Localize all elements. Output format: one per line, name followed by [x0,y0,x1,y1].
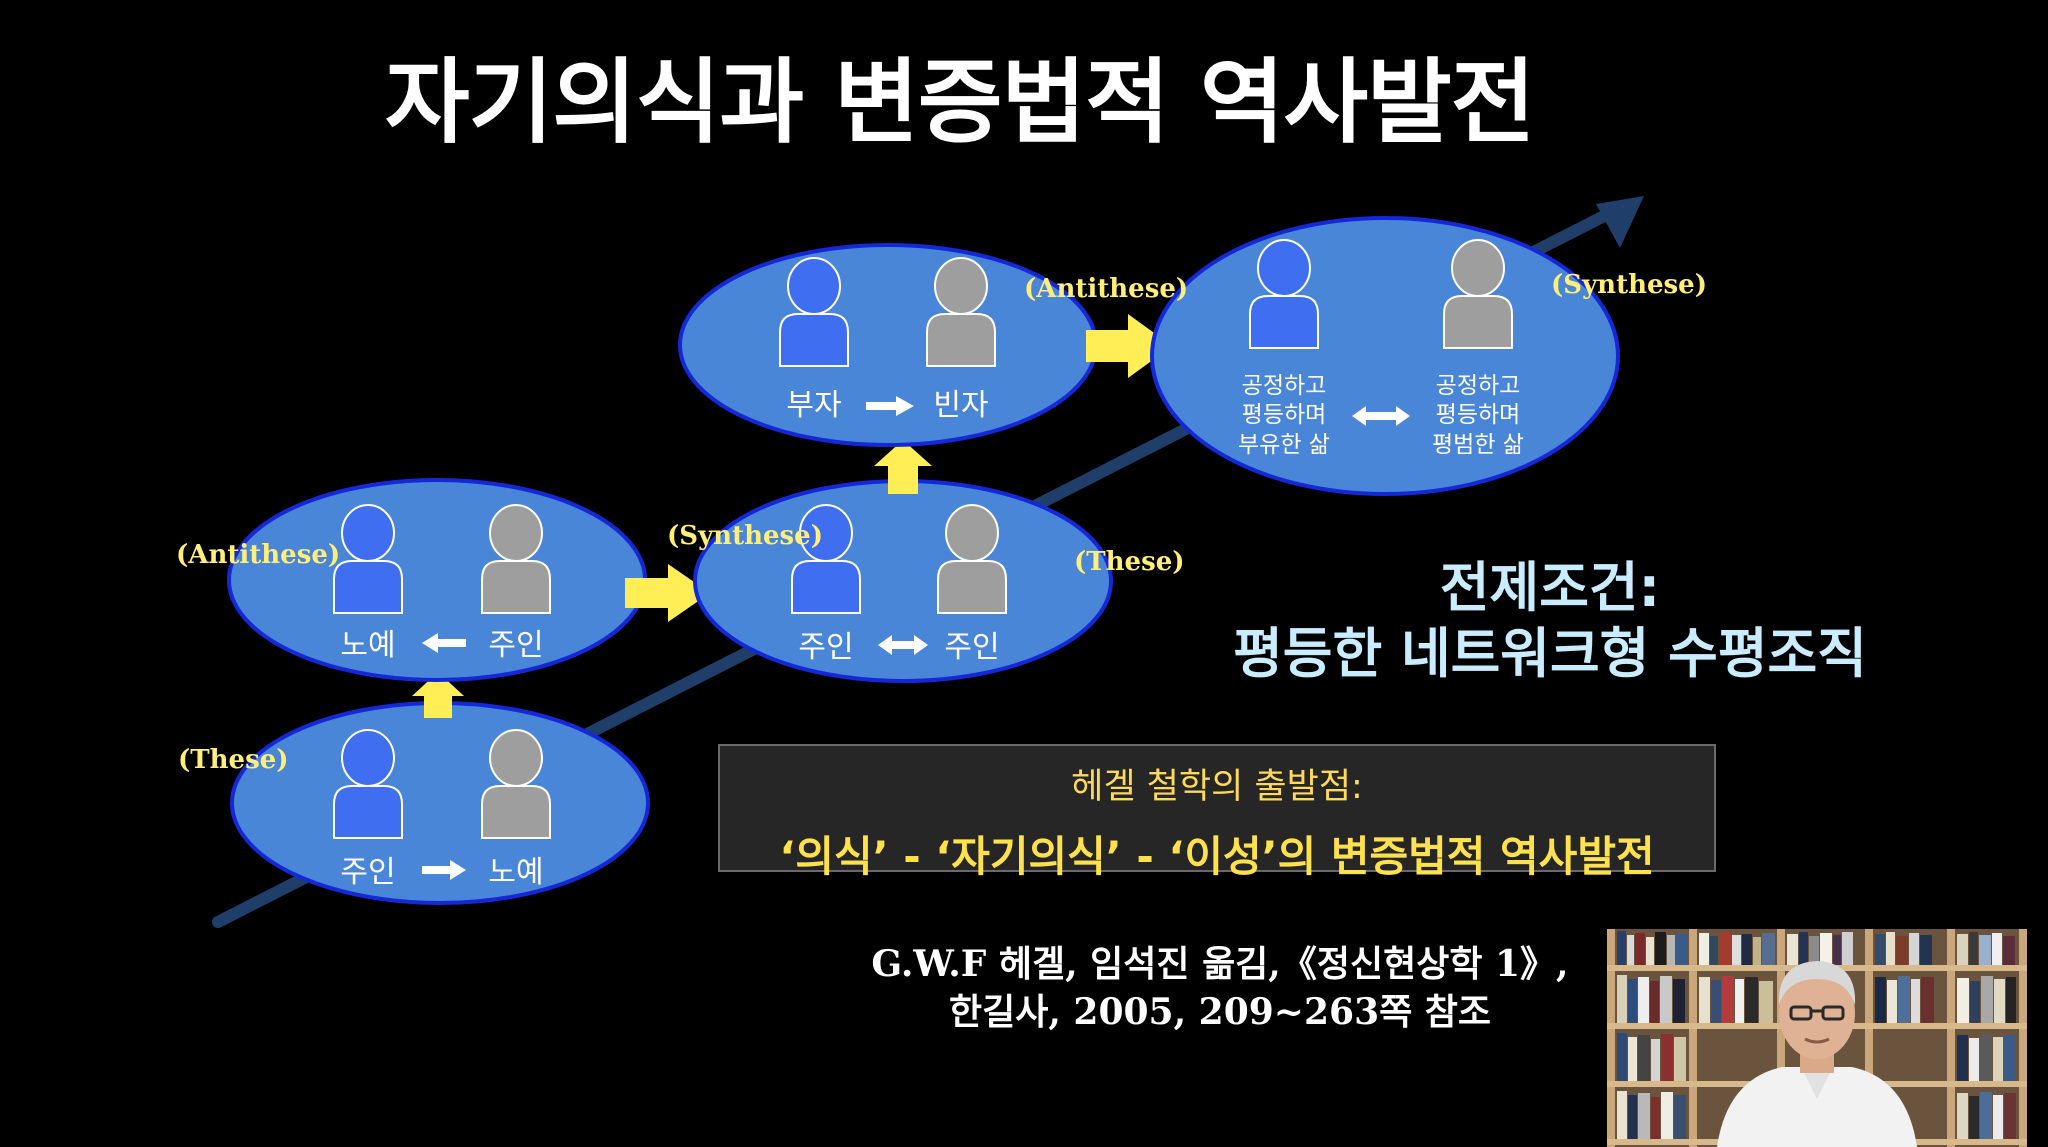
speaker-video-frame [1607,929,2027,1147]
citation-line2: 한길사, 2005, 209~263쪽 참조 [720,988,1720,1036]
stage-ellipse-synthese-top: 공정하고 평등하며 부유한 삶 공정하고 평등하며 평범한 삶 [1152,218,1618,494]
tag-these: (These) [178,745,289,775]
stage-left-line: 공정하고 [1242,373,1327,399]
stage-right-label: 주인 [944,630,999,665]
stage-ellipse-antithese-left: 노예 주인 [229,480,645,680]
quote-box: 헤겔 철학의 출발점: ‘의식’ - ‘자기의식’ - ‘이성’의 변증법적 역… [718,744,1716,872]
stage-left-line: 평등하며 [1242,402,1327,428]
stage-right-label: 빈자 [933,388,988,423]
tag-synthese-center: (Synthese) [667,521,823,551]
premise-line2: 평등한 네트워크형 수평조직 [1160,621,1940,687]
tag-antithese-top: (Antithese) [1024,274,1188,304]
webcam-video[interactable] [1607,929,2027,1147]
stage-left-line: 부유한 삶 [1238,432,1330,458]
stage-right-line: 평범한 삶 [1432,432,1524,458]
tag-antithese: (Antithese) [176,540,340,570]
stage-left-label: 주인 [798,630,853,665]
citation: G.W.F 헤겔, 임석진 옮김,《정신현상학 1》, 한길사, 2005, 2… [720,940,1720,1036]
stage-right-label: 노예 [488,855,543,890]
stage-right-line: 평등하며 [1436,402,1521,428]
quote-line1: 헤겔 철학의 출발점: [720,758,1714,809]
stage-left-label: 주인 [340,855,395,890]
stage-right-label: 주인 [488,628,543,663]
quote-line2: ‘의식’ - ‘자기의식’ - ‘이성’의 변증법적 역사발전 [720,823,1714,884]
stage-left-label: 노예 [340,628,395,663]
stage-right-line: 공정하고 [1436,373,1521,399]
premise-line1: 전제조건: [1160,555,1940,621]
citation-line1: G.W.F 헤겔, 임석진 옮김,《정신현상학 1》, [720,940,1720,988]
stage-ellipse-synthese-center: 주인 주인 [695,481,1111,681]
stage-left-label: 부자 [786,388,841,423]
stage-ellipse-these-bottom: 주인 노예 [232,703,648,903]
tag-synthese-top: (Synthese) [1551,270,1707,300]
premise-text: 전제조건: 평등한 네트워크형 수평조직 [1160,555,1940,687]
